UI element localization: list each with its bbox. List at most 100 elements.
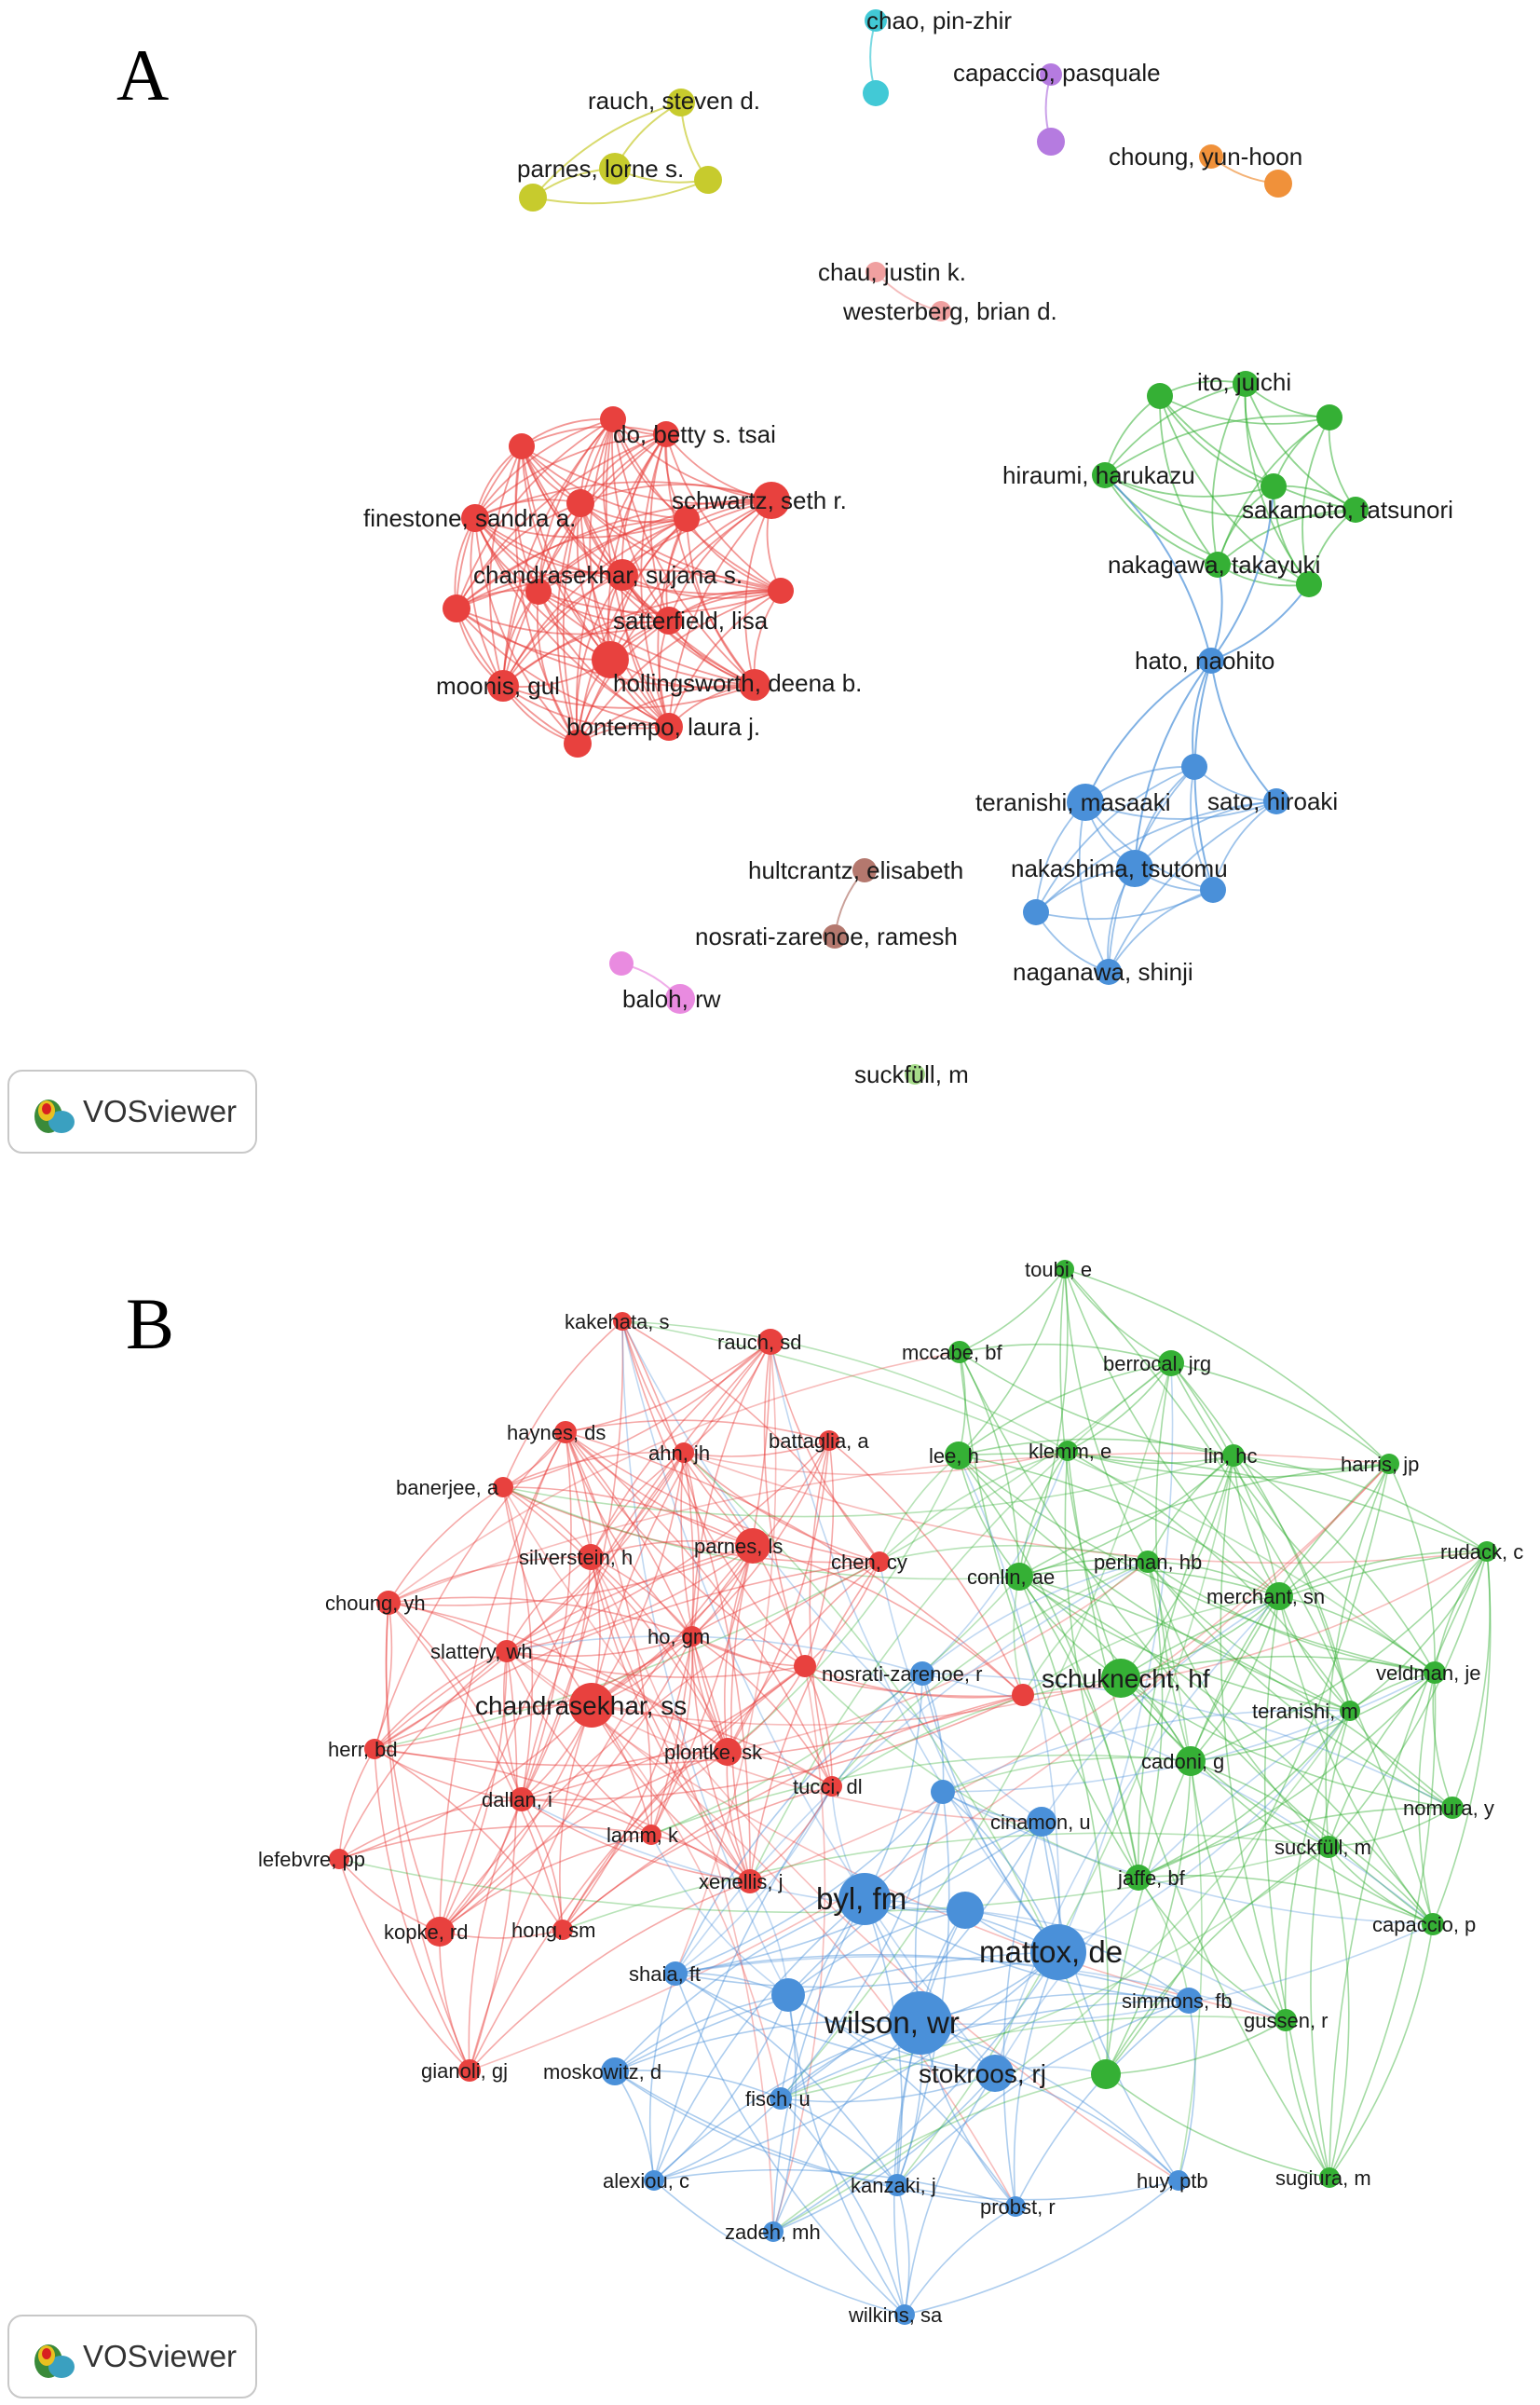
node-label-battaglia[interactable]: battaglia, a bbox=[769, 1429, 869, 1453]
node-r_left1[interactable] bbox=[509, 433, 535, 459]
node-hollingsworth[interactable] bbox=[592, 641, 629, 678]
node-lee[interactable] bbox=[945, 1442, 973, 1469]
node-chandrasekhar[interactable] bbox=[569, 1683, 614, 1728]
node-harris[interactable] bbox=[1379, 1454, 1399, 1474]
node-nomura[interactable] bbox=[1441, 1797, 1464, 1819]
node-label-shaia[interactable]: shaia, ft bbox=[629, 1962, 701, 1986]
node-label-perlman[interactable]: perlman, hb bbox=[1094, 1551, 1202, 1574]
node-cadoni[interactable] bbox=[1176, 1746, 1206, 1776]
node-mccabe[interactable] bbox=[948, 1341, 971, 1363]
node-label-moskowitz[interactable]: moskowitz, d bbox=[543, 2060, 661, 2084]
node-label-suckfull[interactable]: suckfüll, m bbox=[854, 1060, 969, 1088]
node-ito[interactable] bbox=[1233, 371, 1259, 397]
node-sugiura[interactable] bbox=[1319, 2167, 1340, 2188]
node-label-schuknecht[interactable]: schuknecht, hf bbox=[1042, 1664, 1210, 1693]
node-label-cadoni[interactable]: cadoni, g bbox=[1141, 1750, 1224, 1773]
node-tucci[interactable] bbox=[822, 1776, 842, 1797]
node-chandrasekhar[interactable] bbox=[606, 559, 638, 591]
node-label-toubi[interactable]: toubi, e bbox=[1025, 1258, 1092, 1281]
node-g_right[interactable] bbox=[1316, 404, 1342, 430]
node-label-nosrati[interactable]: nosrati-zarenoe, r bbox=[822, 1662, 982, 1686]
node-r_right1[interactable] bbox=[768, 578, 794, 604]
node-label-chandrasekhar[interactable]: chandrasekhar, ss bbox=[475, 1691, 687, 1720]
node-red_mid[interactable] bbox=[794, 1655, 816, 1677]
node-blue_left[interactable] bbox=[771, 1978, 805, 2012]
node-capaccio2[interactable] bbox=[1037, 128, 1065, 156]
node-r_mid2[interactable] bbox=[674, 506, 700, 532]
node-label-choung[interactable]: choung, yh bbox=[325, 1592, 426, 1615]
node-y3[interactable] bbox=[519, 184, 547, 212]
node-label-mattox[interactable]: mattox, de bbox=[979, 1934, 1123, 1969]
node-huy[interactable] bbox=[1168, 2170, 1189, 2191]
node-hong[interactable] bbox=[552, 1920, 573, 1940]
node-hato[interactable] bbox=[1198, 648, 1224, 674]
node-label-finestone[interactable]: finestone, sandra a. bbox=[363, 504, 576, 532]
node-do[interactable] bbox=[653, 421, 679, 447]
node-gussen[interactable] bbox=[1274, 2009, 1297, 2031]
node-label-harris[interactable]: harris, jp bbox=[1341, 1453, 1419, 1476]
node-label-klemm[interactable]: klemm, e bbox=[1029, 1440, 1111, 1463]
node-capaccio[interactable] bbox=[1422, 1913, 1444, 1935]
node-label-parnes[interactable]: parnes, lorne s. bbox=[517, 155, 684, 183]
node-capaccio[interactable] bbox=[1040, 63, 1062, 86]
node-label-lamm[interactable]: lamm, k bbox=[606, 1824, 679, 1847]
node-label-teranishi[interactable]: teranishi, m bbox=[1252, 1700, 1358, 1723]
node-banerjee[interactable] bbox=[493, 1477, 513, 1497]
node-b_right[interactable] bbox=[1200, 877, 1226, 903]
node-finestone[interactable] bbox=[461, 504, 489, 532]
node-label-gussen[interactable]: gussen, r bbox=[1244, 2009, 1329, 2032]
node-bontempo[interactable] bbox=[655, 713, 683, 741]
node-label-teranishi[interactable]: teranishi, masaaki bbox=[975, 788, 1171, 816]
node-hiraumi[interactable] bbox=[1092, 462, 1118, 488]
node-label-herr[interactable]: herr, bd bbox=[328, 1738, 398, 1761]
node-label-satterfield[interactable]: satterfield, lisa bbox=[613, 607, 769, 635]
node-label-rauch[interactable]: rauch, sd bbox=[717, 1331, 802, 1354]
node-merchant[interactable] bbox=[1265, 1582, 1293, 1610]
node-chao2[interactable] bbox=[863, 80, 889, 106]
node-label-merchant[interactable]: merchant, sn bbox=[1206, 1585, 1325, 1608]
node-label-simmons[interactable]: simmons, fb bbox=[1122, 1989, 1233, 2013]
node-wilson[interactable] bbox=[889, 1991, 952, 2055]
node-label-gianoli[interactable]: gianoli, gj bbox=[421, 2059, 508, 2083]
node-label-conlin[interactable]: conlin, ae bbox=[967, 1565, 1055, 1589]
node-cinamon[interactable] bbox=[1027, 1807, 1056, 1837]
node-conlin[interactable] bbox=[1005, 1563, 1033, 1591]
node-label-kopke[interactable]: kopke, rd bbox=[384, 1920, 469, 1944]
node-label-suckfull[interactable]: suckfüll, m bbox=[1274, 1836, 1371, 1859]
node-label-haynes[interactable]: haynes, ds bbox=[507, 1421, 606, 1444]
node-label-capaccio[interactable]: capaccio, pasquale bbox=[953, 59, 1161, 87]
node-label-westerberg[interactable]: westerberg, brian d. bbox=[842, 297, 1057, 325]
node-label-byl[interactable]: byl, fm bbox=[816, 1881, 906, 1916]
node-label-mccabe[interactable]: mccabe, bf bbox=[902, 1341, 1002, 1364]
node-nosrati[interactable] bbox=[910, 1661, 934, 1686]
node-label-sato[interactable]: sato, hiroaki bbox=[1207, 787, 1338, 815]
node-label-alexiou[interactable]: alexiou, c bbox=[603, 2169, 689, 2193]
node-westerberg[interactable] bbox=[931, 301, 951, 321]
node-y4[interactable] bbox=[694, 166, 722, 194]
node-r_mid3[interactable] bbox=[525, 579, 552, 605]
node-ahn[interactable] bbox=[674, 1442, 694, 1463]
node-lamm[interactable] bbox=[641, 1824, 661, 1845]
node-choung[interactable] bbox=[376, 1591, 401, 1615]
node-label-sakamoto[interactable]: sakamoto, tatsunori bbox=[1242, 496, 1453, 524]
node-label-wilson[interactable]: wilson, wr bbox=[824, 2005, 960, 2040]
node-rauch[interactable] bbox=[757, 1329, 784, 1355]
node-plontke[interactable] bbox=[714, 1738, 742, 1766]
node-label-tucci[interactable]: tucci, dl bbox=[793, 1775, 863, 1798]
node-xenellis[interactable] bbox=[738, 1869, 762, 1893]
node-label-ho[interactable]: ho, gm bbox=[647, 1625, 710, 1648]
node-label-dallan[interactable]: dallan, i bbox=[482, 1788, 552, 1811]
node-rudack[interactable] bbox=[1477, 1541, 1497, 1562]
node-kopke[interactable] bbox=[425, 1917, 455, 1947]
node-label-veldman[interactable]: veldman, je bbox=[1376, 1661, 1481, 1685]
node-battaglia[interactable] bbox=[819, 1430, 839, 1451]
node-g_left[interactable] bbox=[1147, 383, 1173, 409]
node-lefebvre[interactable] bbox=[329, 1849, 349, 1869]
vosviewer-badge-a[interactable]: VOSviewer bbox=[7, 1070, 257, 1154]
node-berrocal[interactable] bbox=[1158, 1350, 1184, 1376]
node-label-hultcrantz[interactable]: hultcrantz, elisabeth bbox=[748, 856, 963, 884]
node-haynes[interactable] bbox=[554, 1421, 577, 1443]
node-chao[interactable] bbox=[865, 9, 887, 32]
node-gianoli[interactable] bbox=[458, 2059, 481, 2082]
node-b_left[interactable] bbox=[1023, 899, 1049, 925]
